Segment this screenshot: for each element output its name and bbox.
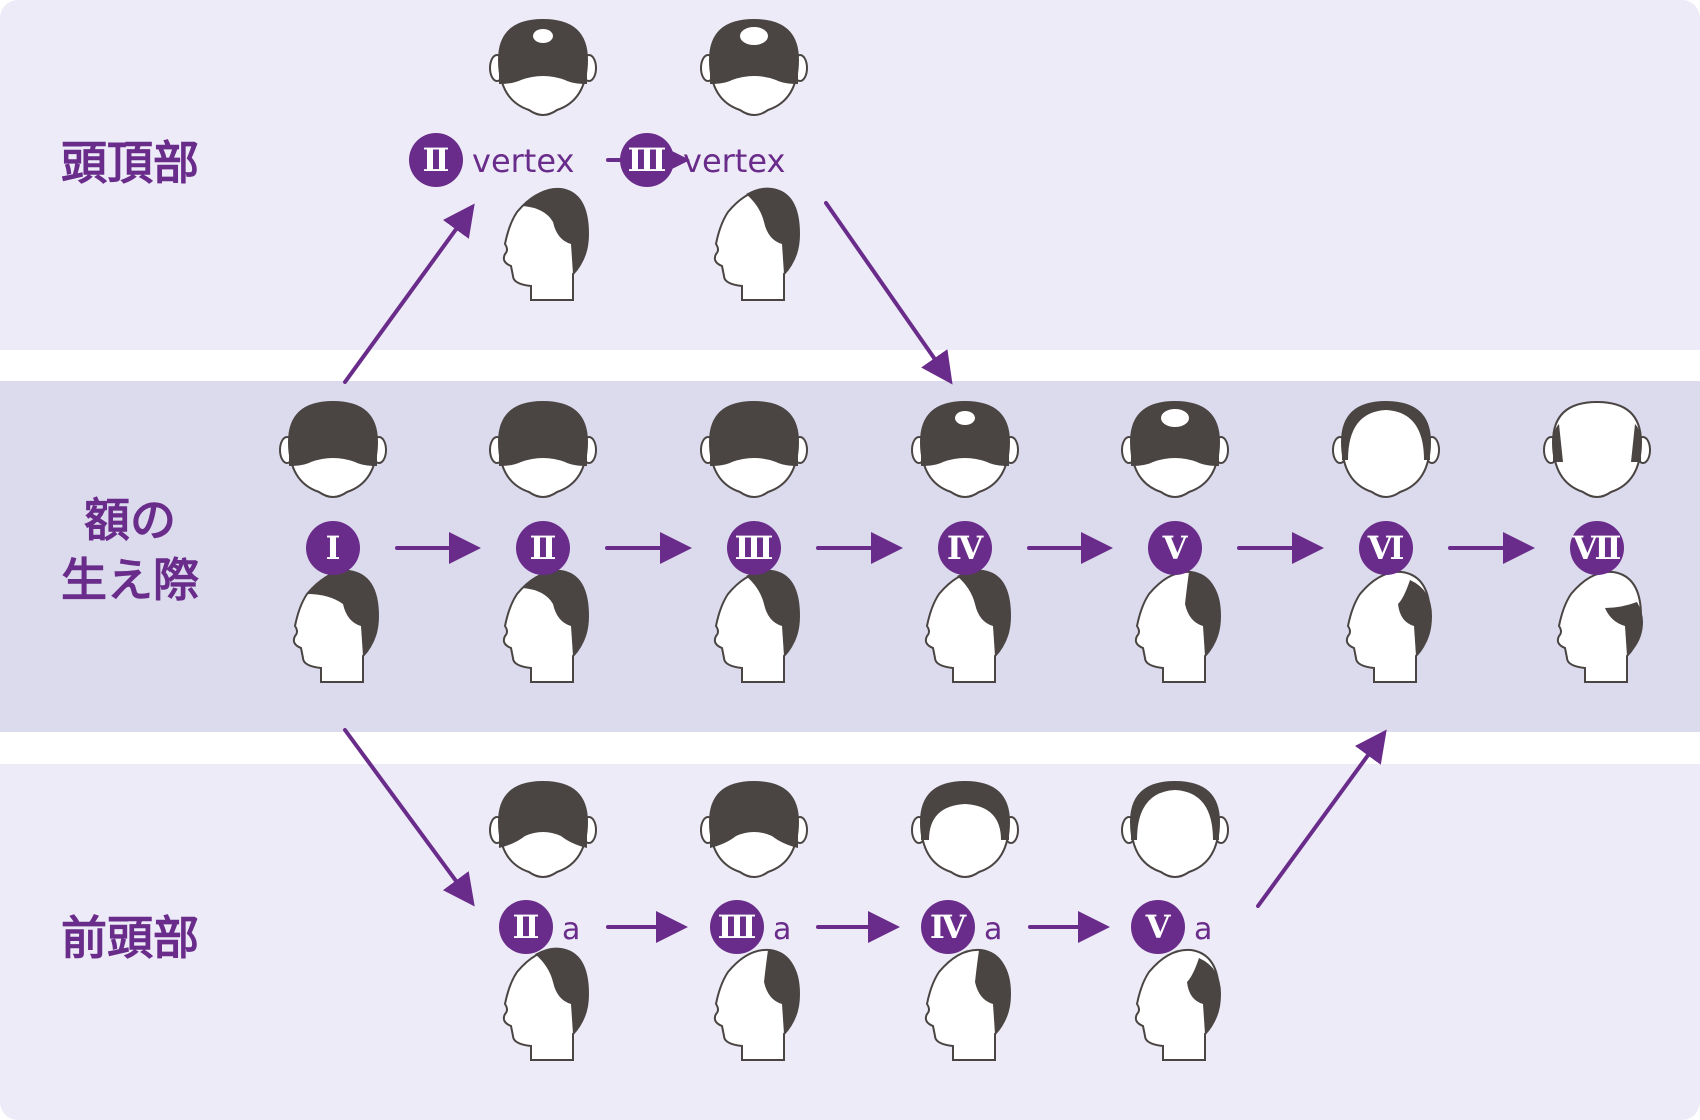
stage-numeral: Ⅲ xyxy=(628,141,667,179)
head-side-view-icon xyxy=(1345,570,1432,683)
head-top-view-icon xyxy=(700,400,808,498)
stage-numeral: Ⅴ xyxy=(1162,529,1189,567)
head-top-view-icon xyxy=(1543,400,1651,498)
arrow-right-icon xyxy=(343,203,475,384)
frontal-band xyxy=(0,764,1700,1120)
stage-badge-circle xyxy=(306,521,360,575)
stage-suffix: a xyxy=(1194,912,1212,947)
stage-badge-circle xyxy=(921,900,975,954)
stage-badge-circle xyxy=(516,521,570,575)
stage-numeral: Ⅲ xyxy=(718,908,757,946)
stage-badge: Ⅴ xyxy=(1148,521,1202,575)
head-side-view-icon xyxy=(1556,570,1643,683)
head-side-view-icon xyxy=(1134,570,1221,683)
head-side-view-icon xyxy=(502,187,589,301)
head-side-view-icon xyxy=(713,569,800,683)
stage-badge: Ⅵ xyxy=(1359,521,1413,575)
stage-badge-circle xyxy=(727,521,781,575)
head-top-view-icon xyxy=(700,18,808,116)
stage-numeral: Ⅶ xyxy=(1572,529,1622,567)
stage-badge: Ⅰ xyxy=(306,521,360,575)
vertex-band xyxy=(0,0,1700,350)
stage-badge-circle xyxy=(1570,521,1624,575)
arrow-right-icon xyxy=(343,728,475,907)
head-side-view-icon xyxy=(713,948,800,1061)
stage-numeral: Ⅱ xyxy=(530,529,557,567)
stage-suffix: a xyxy=(562,912,580,947)
head-side-view-icon xyxy=(292,569,379,683)
stage-suffix: a xyxy=(773,912,791,947)
stage-badge-circle xyxy=(1131,900,1185,954)
arrow-right-icon xyxy=(1256,729,1387,908)
head-side-view-icon xyxy=(924,569,1011,683)
stage-numeral: Ⅱ xyxy=(423,141,450,179)
stage-badge-circle xyxy=(620,133,674,187)
stage-badge-circle xyxy=(1148,521,1202,575)
head-top-view-icon xyxy=(700,780,808,878)
stage-badge: Ⅱ xyxy=(516,521,570,575)
stage-badge-circle xyxy=(499,900,553,954)
vertex-label: 頭頂部 xyxy=(61,136,199,190)
head-top-view-icon xyxy=(1121,780,1229,878)
stage-badge: Ⅳ xyxy=(938,521,992,575)
stage-badge: Ⅲ xyxy=(727,521,781,575)
hairline-label: 額の 生え際 xyxy=(61,493,199,607)
head-side-view-icon xyxy=(1134,948,1221,1061)
stage-numeral: Ⅰ xyxy=(326,529,341,567)
stage-suffix: vertex xyxy=(683,142,785,180)
stage-badge-circle xyxy=(1359,521,1413,575)
head-top-view-icon xyxy=(279,400,387,498)
head-top-view-icon xyxy=(489,18,597,116)
stage-numeral: Ⅳ xyxy=(947,529,984,567)
stage-numeral: Ⅲ xyxy=(735,529,774,567)
head-side-view-icon xyxy=(924,948,1011,1061)
stage-badge-circle xyxy=(710,900,764,954)
stage-numeral: Ⅵ xyxy=(1367,529,1405,567)
stage-suffix: a xyxy=(984,912,1002,947)
stage-numeral: Ⅱ xyxy=(513,908,540,946)
head-side-view-icon xyxy=(502,947,589,1061)
head-top-view-icon xyxy=(911,400,1019,498)
head-side-view-icon xyxy=(713,187,800,301)
head-top-view-icon xyxy=(1121,400,1229,498)
stage-badge: Ⅶ xyxy=(1570,521,1624,575)
stage-numeral: Ⅳ xyxy=(930,908,967,946)
stage-badge-circle xyxy=(938,521,992,575)
head-top-view-icon xyxy=(911,780,1019,878)
head-top-view-icon xyxy=(1332,400,1440,498)
head-top-view-icon xyxy=(489,780,597,878)
stage-numeral: Ⅴ xyxy=(1145,908,1172,946)
frontal-label: 前頭部 xyxy=(61,911,199,965)
arrow-right-icon xyxy=(824,201,953,385)
stage-suffix: vertex xyxy=(472,142,574,180)
head-top-view-icon xyxy=(489,400,597,498)
head-side-view-icon xyxy=(502,569,589,683)
stage-badge-circle xyxy=(409,133,463,187)
